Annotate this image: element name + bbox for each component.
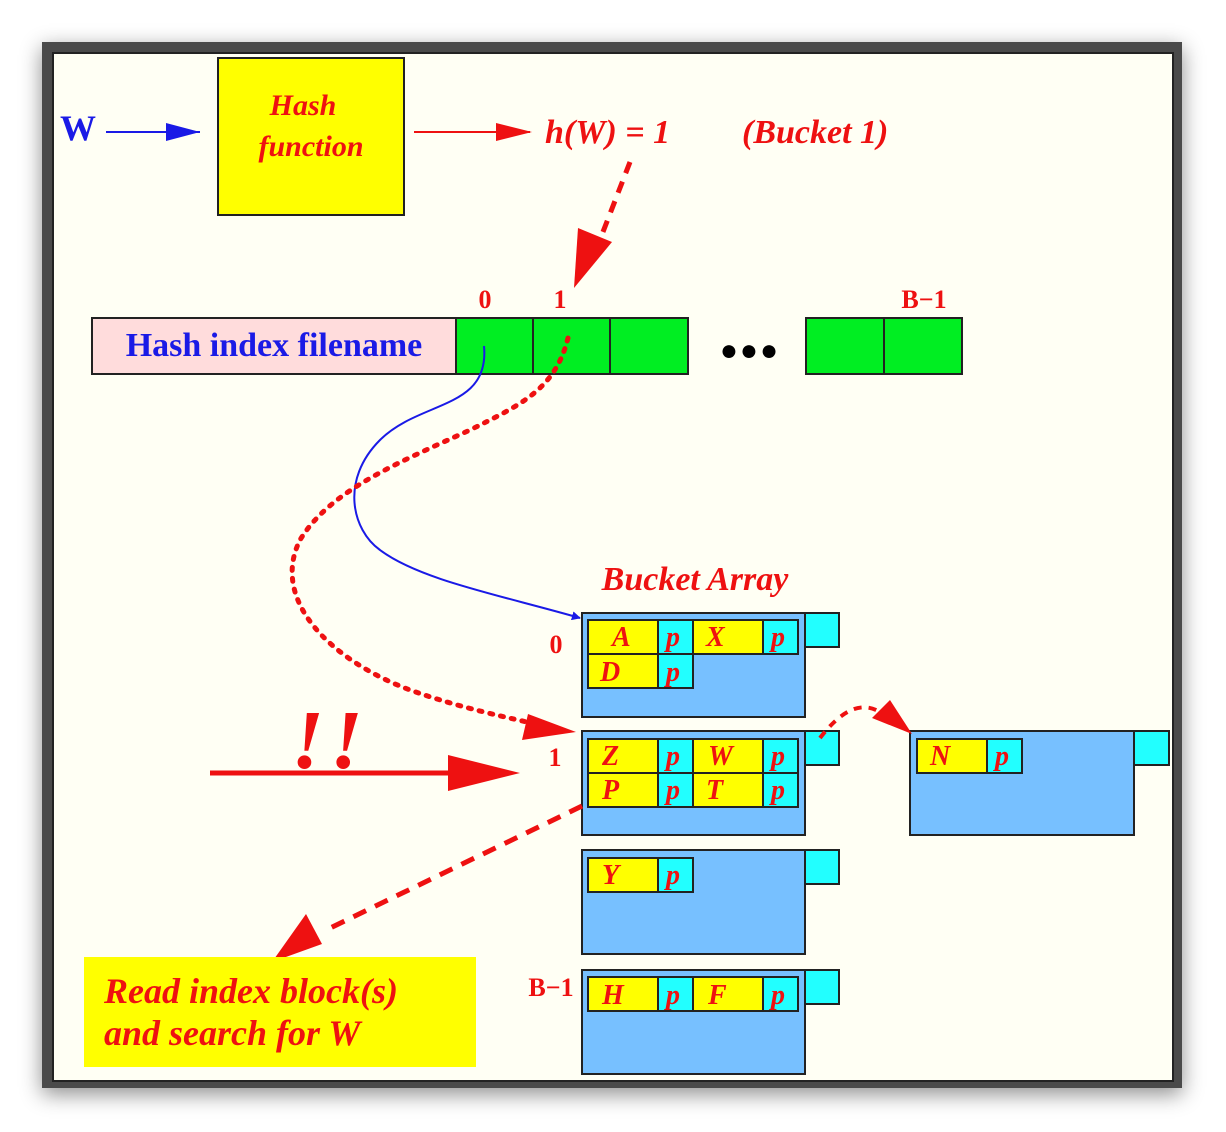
pointer-cell: p bbox=[664, 741, 680, 772]
hash-function-line1: Hash bbox=[269, 89, 337, 122]
bucket-row-label-last: B−1 bbox=[528, 973, 573, 1002]
key-cell: Y bbox=[602, 860, 622, 891]
hash-arrowhead bbox=[496, 123, 532, 141]
bucket-row-label-0: 0 bbox=[550, 630, 563, 659]
index-label-1: 1 bbox=[554, 285, 567, 314]
key-cell: Z bbox=[601, 741, 619, 772]
key-cell: W bbox=[708, 741, 735, 772]
pointer-cell: p bbox=[664, 657, 680, 688]
index-ellipsis: ●●● bbox=[720, 334, 780, 367]
pointer-cell: p bbox=[664, 775, 680, 806]
overflow-pointer-cell bbox=[804, 612, 840, 648]
pointer-cell: p bbox=[664, 622, 680, 653]
overflow-pointer-cell bbox=[804, 969, 840, 1005]
result-box bbox=[84, 957, 476, 1067]
index-label-last: B−1 bbox=[901, 285, 946, 314]
w-arrowhead bbox=[166, 123, 200, 141]
index-slot-2 bbox=[609, 317, 689, 375]
index-label-0: 0 bbox=[479, 285, 492, 314]
index-slot-b2 bbox=[805, 317, 885, 375]
hash-function-line2: function bbox=[258, 130, 363, 163]
bucket-to-result-dashed-line bbox=[324, 803, 584, 933]
bucket-block-2: Y p bbox=[581, 849, 840, 955]
pointer-cell: p bbox=[769, 741, 785, 772]
pointer-cell: p bbox=[664, 980, 680, 1011]
index-slot-1 bbox=[532, 317, 611, 375]
hash-result: h(W) = 1 bbox=[545, 114, 670, 151]
bucket-block-last: H p F p bbox=[581, 969, 840, 1075]
pointer-cell: p bbox=[993, 741, 1009, 772]
bucket-note: (Bucket 1) bbox=[742, 114, 888, 151]
result-box-line1: Read index block(s) bbox=[103, 971, 398, 1011]
exclaim-arrowhead bbox=[448, 755, 520, 791]
overflow-chain-arrowhead bbox=[872, 700, 912, 734]
key-cell: P bbox=[601, 775, 620, 806]
slot1-to-bucket1-arrowhead bbox=[522, 714, 576, 740]
index-filename-label: Hash index filename bbox=[126, 327, 423, 364]
index-filename-box bbox=[91, 317, 457, 375]
key-cell: F bbox=[707, 980, 727, 1011]
bucket-row-label-1: 1 bbox=[549, 743, 562, 772]
result-box-line2: and search for W bbox=[104, 1013, 363, 1053]
slot0-to-bucket0-curve bbox=[353, 345, 581, 621]
bucket-block-1: Z p W p P p T p bbox=[581, 730, 840, 836]
overflow-pointer-cell bbox=[804, 730, 840, 766]
bucket-array-title: Bucket Array bbox=[601, 561, 790, 598]
key-cell: X bbox=[705, 622, 726, 653]
hash-function-box bbox=[217, 57, 405, 216]
overflow-chain-dashed-line bbox=[818, 705, 882, 740]
bucket-block-0: A p X p D p bbox=[581, 612, 840, 718]
pointer-cell: p bbox=[769, 622, 785, 653]
index-slot-last bbox=[883, 317, 963, 375]
exclamation-marks: !! bbox=[291, 694, 368, 787]
bucket-to-result-arrowhead bbox=[272, 914, 322, 962]
input-w-label: W bbox=[60, 108, 96, 148]
slot1-to-bucket1-curve bbox=[289, 335, 571, 728]
overflow-pointer-cell bbox=[804, 849, 840, 885]
result-to-slot-arrowhead bbox=[574, 228, 612, 288]
key-cell: T bbox=[706, 775, 725, 806]
pointer-cell: p bbox=[769, 980, 785, 1011]
pointer-cell: p bbox=[664, 860, 680, 891]
pointer-cell: p bbox=[769, 775, 785, 806]
overflow-block: N p bbox=[909, 730, 1170, 836]
key-cell: D bbox=[599, 657, 620, 688]
index-slot-0 bbox=[455, 317, 534, 375]
key-cell: N bbox=[929, 741, 952, 772]
key-cell: H bbox=[601, 980, 625, 1011]
overflow-pointer-cell bbox=[1133, 730, 1170, 766]
key-cell: A bbox=[610, 622, 631, 653]
result-to-slot-dashed-line bbox=[593, 161, 633, 251]
